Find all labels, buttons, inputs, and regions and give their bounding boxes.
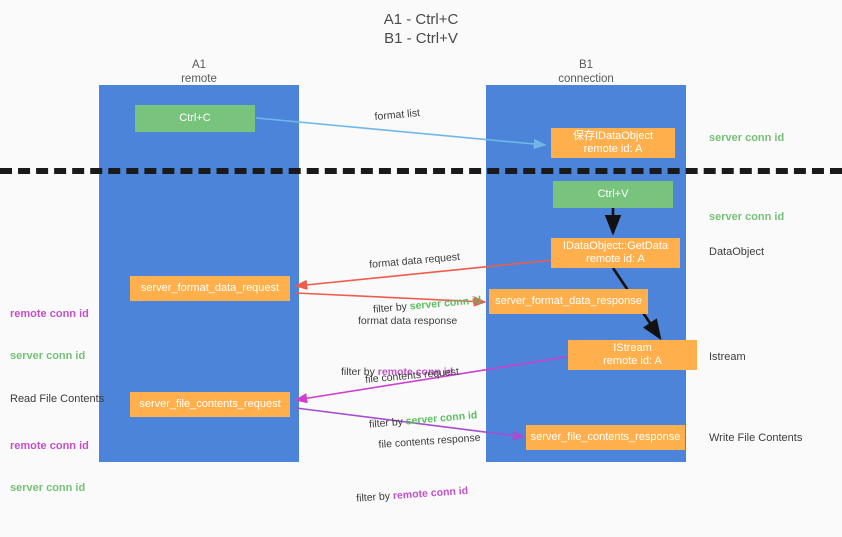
node-server-format-data-request-line1: server_format_data_request (140, 282, 280, 294)
filter-target-remote-conn-id: remote conn id (377, 366, 454, 378)
filter-target-remote-conn-id: remote conn id (392, 484, 469, 503)
page-title: A1 - Ctrl+C B1 - Ctrl+V (383, 11, 459, 47)
edge-label-file-contents-response-line1: file contents response (378, 431, 481, 451)
lane-header-a1: A1 remote (119, 58, 279, 86)
label-server-conn-id-top: server conn id (709, 132, 785, 144)
label-dataobject: DataObject (709, 246, 765, 258)
edge-label-format-data-response: format data response filter by remote co… (341, 284, 458, 410)
lane-header-b1-sub: connection (558, 73, 614, 85)
node-ctrl-c[interactable]: Ctrl+C (135, 105, 255, 132)
label-read-file-contents: Read File Contents (10, 393, 105, 405)
node-ctrl-v[interactable]: Ctrl+V (553, 181, 673, 208)
node-istream-line1: IStream (613, 342, 652, 354)
node-istream[interactable]: IStream remote id: A (568, 340, 697, 370)
node-ctrl-c-line1: Ctrl+C (179, 112, 211, 124)
label-conn-ids-file: remote conn id server conn id (10, 411, 89, 523)
edge-label-file-contents-response: file contents response filter by remote … (356, 401, 487, 535)
edge-label-format-data-response-line1: format data response (358, 315, 458, 327)
edge-label-file-contents-response-filter: filter by remote conn id (356, 483, 485, 507)
label-server-conn-id-format: server conn id (10, 350, 86, 362)
filter-prefix: filter by (355, 490, 394, 505)
node-ctrl-v-line1: Ctrl+V (597, 188, 629, 200)
lane-header-b1-name: B1 (578, 59, 594, 71)
node-server-file-contents-request-line1: server_file_contents_request (139, 398, 281, 410)
label-server-conn-id-mid: server conn id (709, 211, 785, 223)
node-getdata-line1: IDataObject::GetData (562, 240, 669, 252)
label-server-conn-id-file: server conn id (10, 482, 86, 494)
edge-label-format-data-response-filter: filter by remote conn id (341, 365, 457, 380)
label-conn-ids-format: remote conn id server conn id (10, 279, 89, 391)
lane-header-a1-sub: remote (181, 73, 217, 85)
edge-label-format-data-request-line1: format data request (368, 250, 461, 271)
label-remote-conn-id-file: remote conn id (10, 440, 89, 452)
node-save-idataobject-line1: 保存IDataObject (572, 130, 654, 142)
lane-header-a1-name: A1 (191, 59, 207, 71)
node-server-format-data-request[interactable]: server_format_data_request (130, 276, 290, 301)
label-istream: Istream (709, 351, 746, 363)
edge-label-format-list: format list (374, 107, 421, 123)
node-server-file-contents-response[interactable]: server_file_contents_response (526, 425, 685, 450)
node-server-format-data-response-line1: server_format_data_response (495, 295, 642, 307)
node-getdata[interactable]: IDataObject::GetData remote id: A (551, 238, 680, 268)
node-istream-line2: remote id: A (603, 355, 662, 367)
lane-header-b1: B1 connection (506, 58, 666, 86)
node-getdata-line2: remote id: A (586, 253, 645, 265)
node-server-file-contents-response-line1: server_file_contents_response (530, 431, 681, 443)
diagram-canvas: A1 - Ctrl+C B1 - Ctrl+V A1 remote B1 con… (0, 11, 842, 505)
label-write-file-contents: Write File Contents (709, 432, 803, 444)
filter-prefix: filter by (341, 366, 378, 378)
node-server-file-contents-request[interactable]: server_file_contents_request (130, 392, 290, 417)
node-save-idataobject-line2: remote id: A (583, 143, 643, 155)
node-save-idataobject[interactable]: 保存IDataObject remote id: A (551, 128, 675, 158)
phase-separator (0, 168, 842, 174)
node-server-format-data-response[interactable]: server_format_data_response (489, 289, 648, 314)
label-remote-conn-id-format: remote conn id (10, 308, 89, 320)
edge-label-file-contents-request-line1: file contents request (364, 365, 460, 386)
